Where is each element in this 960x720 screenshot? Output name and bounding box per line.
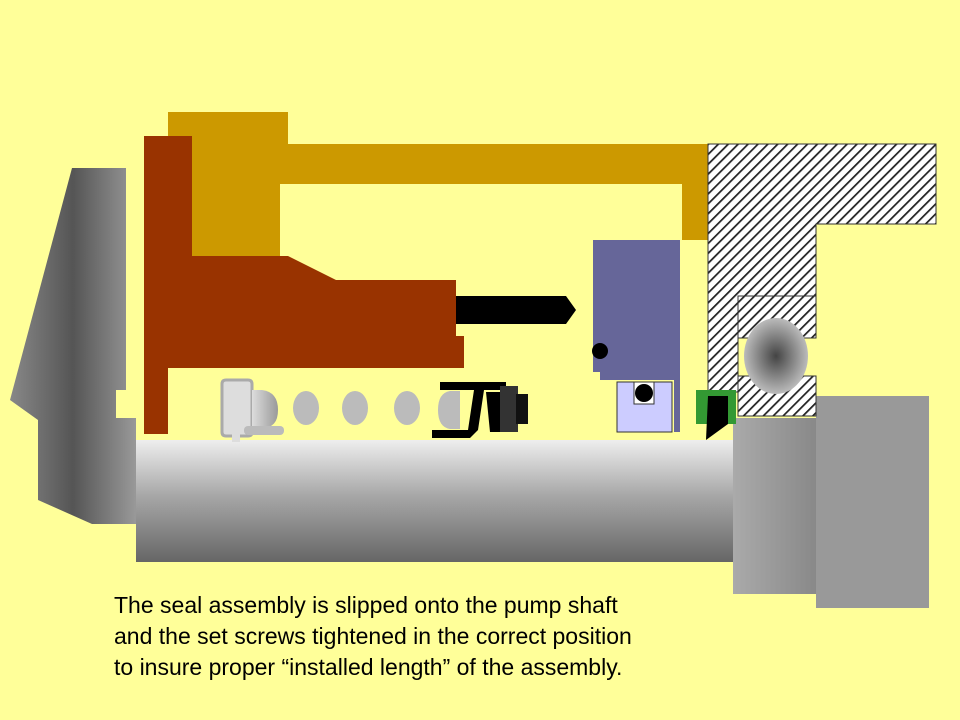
set-screw [456,296,576,324]
bearing-ball [744,318,808,394]
spring-pin [232,430,240,442]
spring-coil-1 [252,390,278,428]
spring-coil-4 [394,391,420,425]
pump-shaft [136,440,736,562]
caption: The seal assembly is slipped onto the pu… [114,590,814,683]
spring-tail [244,426,284,435]
drive-collar-face [516,394,528,424]
spring-coil-3 [342,391,368,425]
sleeve-collar [144,136,464,434]
gasket-wedge [706,396,728,440]
drive-band [432,382,506,438]
caption-line-2: and the set screws tightened in the corr… [114,623,632,649]
bearing-housing-lower [816,396,929,608]
pump-housing [707,143,937,393]
drive-lug [486,392,500,432]
gland [168,112,712,256]
left-shaft-coupling [10,168,136,524]
o-ring-upper [592,343,608,359]
o-ring-lower [635,384,653,402]
drive-collar [500,386,518,432]
rotating-seal-face [593,240,680,432]
spring-coil-5 [438,391,460,429]
spring-coil-2 [293,391,319,425]
bearing-block [733,418,818,594]
caption-line-1: The seal assembly is slipped onto the pu… [114,592,618,618]
caption-line-3: to insure proper “installed length” of t… [114,654,623,680]
